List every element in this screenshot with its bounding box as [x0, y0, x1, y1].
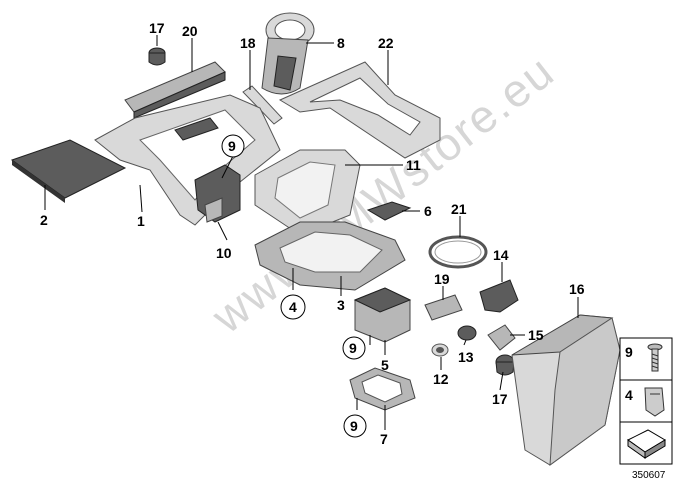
- callout-11: 11: [406, 157, 421, 173]
- clip-nut-icon: [644, 387, 665, 417]
- legend-cell-9: [619, 337, 673, 381]
- part-16-rear-panel[interactable]: [511, 314, 621, 467]
- callout-7: 7: [380, 431, 388, 447]
- callout-18: 18: [240, 35, 256, 51]
- legend-label-9: 9: [625, 344, 633, 360]
- part-19-socket[interactable]: [424, 294, 463, 321]
- callout-9-circle-b: [342, 336, 366, 360]
- callout-3: 3: [337, 297, 345, 313]
- part-20-trim-strip[interactable]: [124, 61, 226, 119]
- part-5-storage-box[interactable]: [353, 287, 412, 343]
- callout-5: 5: [381, 357, 389, 373]
- part-10-bracket[interactable]: [194, 164, 241, 223]
- callout-13: 13: [458, 349, 474, 365]
- part-18-trim[interactable]: [242, 85, 283, 125]
- part-14-bracket[interactable]: [479, 279, 519, 313]
- part-13-cap[interactable]: [457, 325, 477, 341]
- part-6-pad[interactable]: [366, 201, 412, 221]
- direction-arrow-icon: [627, 429, 666, 459]
- part-8-gear-surround[interactable]: [261, 12, 315, 95]
- callout-4: 4: [289, 299, 297, 315]
- part-22-trim-frame[interactable]: [278, 61, 441, 159]
- callout-17-top: 17: [149, 20, 165, 36]
- callout-8: 8: [337, 35, 345, 51]
- callout-9-a: 9: [228, 138, 236, 154]
- legend-label-4: 4: [625, 387, 633, 403]
- callout-9-b: 9: [349, 340, 357, 356]
- part-17-lower-knob[interactable]: [495, 354, 515, 376]
- part-7-frame[interactable]: [349, 367, 416, 411]
- part-15-clip[interactable]: [487, 324, 516, 351]
- callout-15: 15: [528, 327, 544, 343]
- callout-9-circle-a: [221, 134, 245, 158]
- part-12-socket-ring[interactable]: [431, 343, 449, 357]
- callout-17-bottom: 17: [492, 391, 508, 407]
- part-17-knob[interactable]: [148, 47, 166, 66]
- callout-6: 6: [424, 203, 432, 219]
- callout-4-circle: [280, 294, 306, 320]
- diagram-number: 350607: [632, 470, 666, 481]
- callout-9-circle-c: [343, 414, 367, 438]
- callout-1: 1: [137, 213, 145, 229]
- callout-9-c: 9: [350, 418, 358, 434]
- part-1-console-trim[interactable]: [94, 94, 281, 226]
- part-2-mat[interactable]: [10, 139, 127, 203]
- part-21-ring[interactable]: [428, 235, 488, 269]
- screw-icon: [647, 343, 663, 372]
- callout-22: 22: [378, 35, 394, 51]
- callout-12: 12: [433, 371, 449, 387]
- part-11-inner-trim[interactable]: [254, 149, 361, 236]
- callout-20: 20: [182, 23, 198, 39]
- callout-21: 21: [451, 201, 467, 217]
- callout-10: 10: [216, 245, 232, 261]
- callout-16: 16: [569, 281, 585, 297]
- leader-lines: [44, 35, 579, 430]
- hardware-legend: 9 4: [619, 337, 673, 465]
- callout-labels: 17 20 8 18 22 9 11 2 1 10 6 21 14 16 4 3…: [40, 20, 585, 447]
- callout-19: 19: [434, 271, 450, 287]
- callout-2: 2: [40, 212, 48, 228]
- callout-14: 14: [493, 247, 509, 263]
